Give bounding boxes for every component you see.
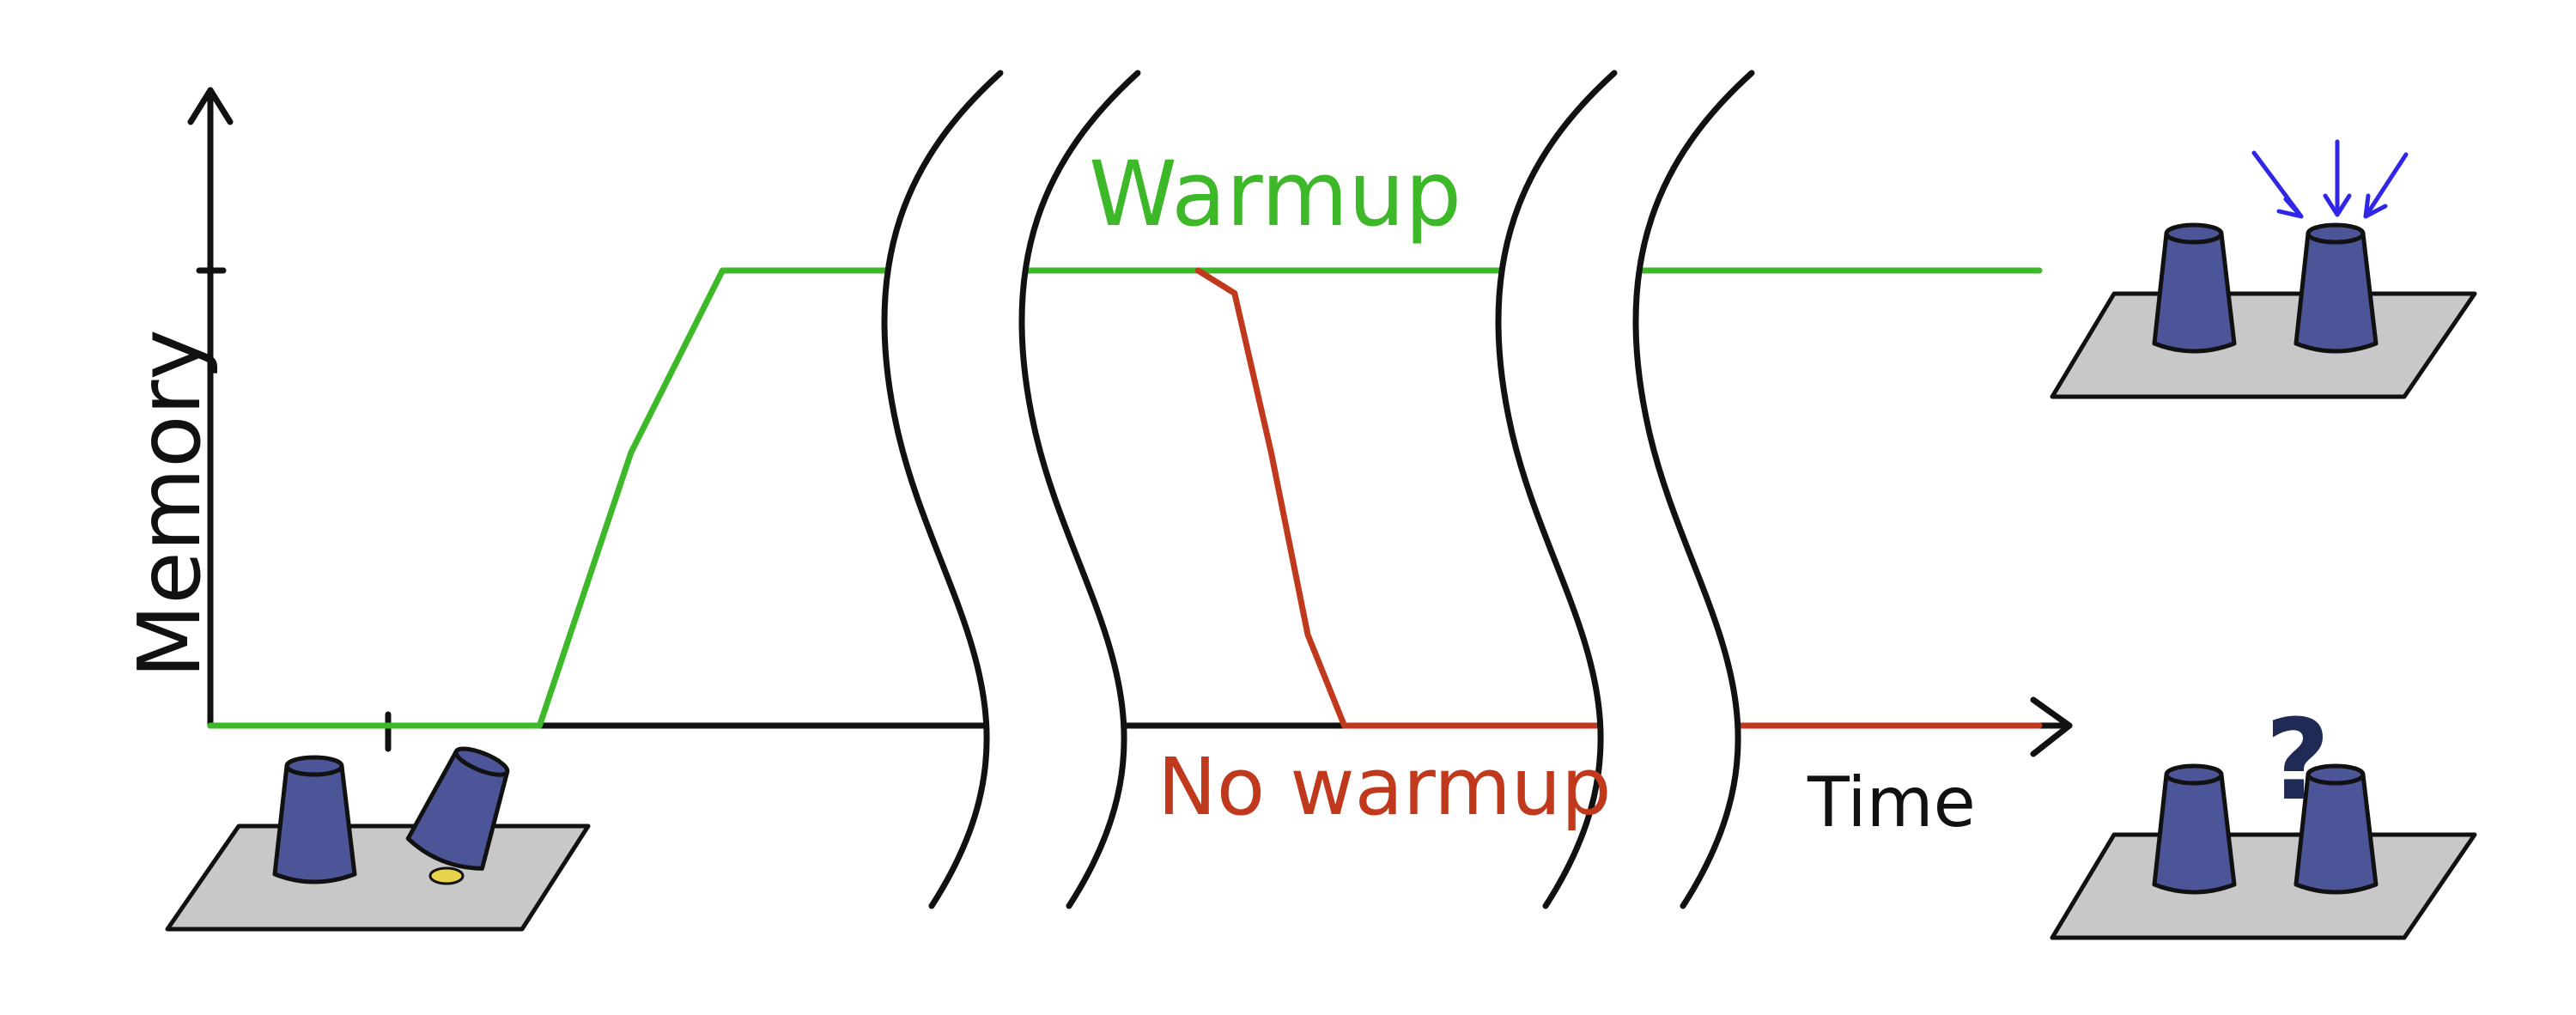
break-1-right-edge [1018, 70, 1141, 909]
focus-arrows-icon [2251, 139, 2409, 219]
series-line-no-warmup [1194, 267, 2043, 729]
y-axis-label: Memory [119, 329, 220, 678]
data-lines [207, 267, 2043, 729]
axis-breaks [881, 70, 1755, 909]
break-2-right-edge [1632, 70, 1755, 909]
series-line-warmup [207, 267, 2043, 729]
break-2-left-edge [1495, 70, 1618, 909]
question-mark-icon: ? [2265, 695, 2330, 825]
y-axis-arrowhead [187, 87, 234, 125]
cups-on-table-reveal-icon [165, 746, 591, 932]
cups-on-table-remembered-icon [2050, 139, 2477, 399]
cup-left [2152, 772, 2237, 895]
cup-right-focused [2293, 231, 2379, 354]
cup-upright [272, 763, 357, 884]
cup-right [2293, 772, 2379, 895]
cup-left [2152, 231, 2237, 354]
axis-break-2 [1495, 70, 1755, 909]
break-1-left-edge [881, 70, 1004, 909]
cups-on-table-forgotten-icon: ? [2050, 695, 2477, 940]
coin-icon [428, 866, 465, 885]
cup-tipped [405, 746, 510, 871]
series-label-warmup: Warmup [1089, 142, 1461, 246]
x-axis-label: Time [1807, 763, 1976, 842]
x-axis-arrowhead [2030, 696, 2073, 757]
axis-break-1 [881, 70, 1141, 909]
series-label-no-warmup: No warmup [1157, 741, 1612, 833]
